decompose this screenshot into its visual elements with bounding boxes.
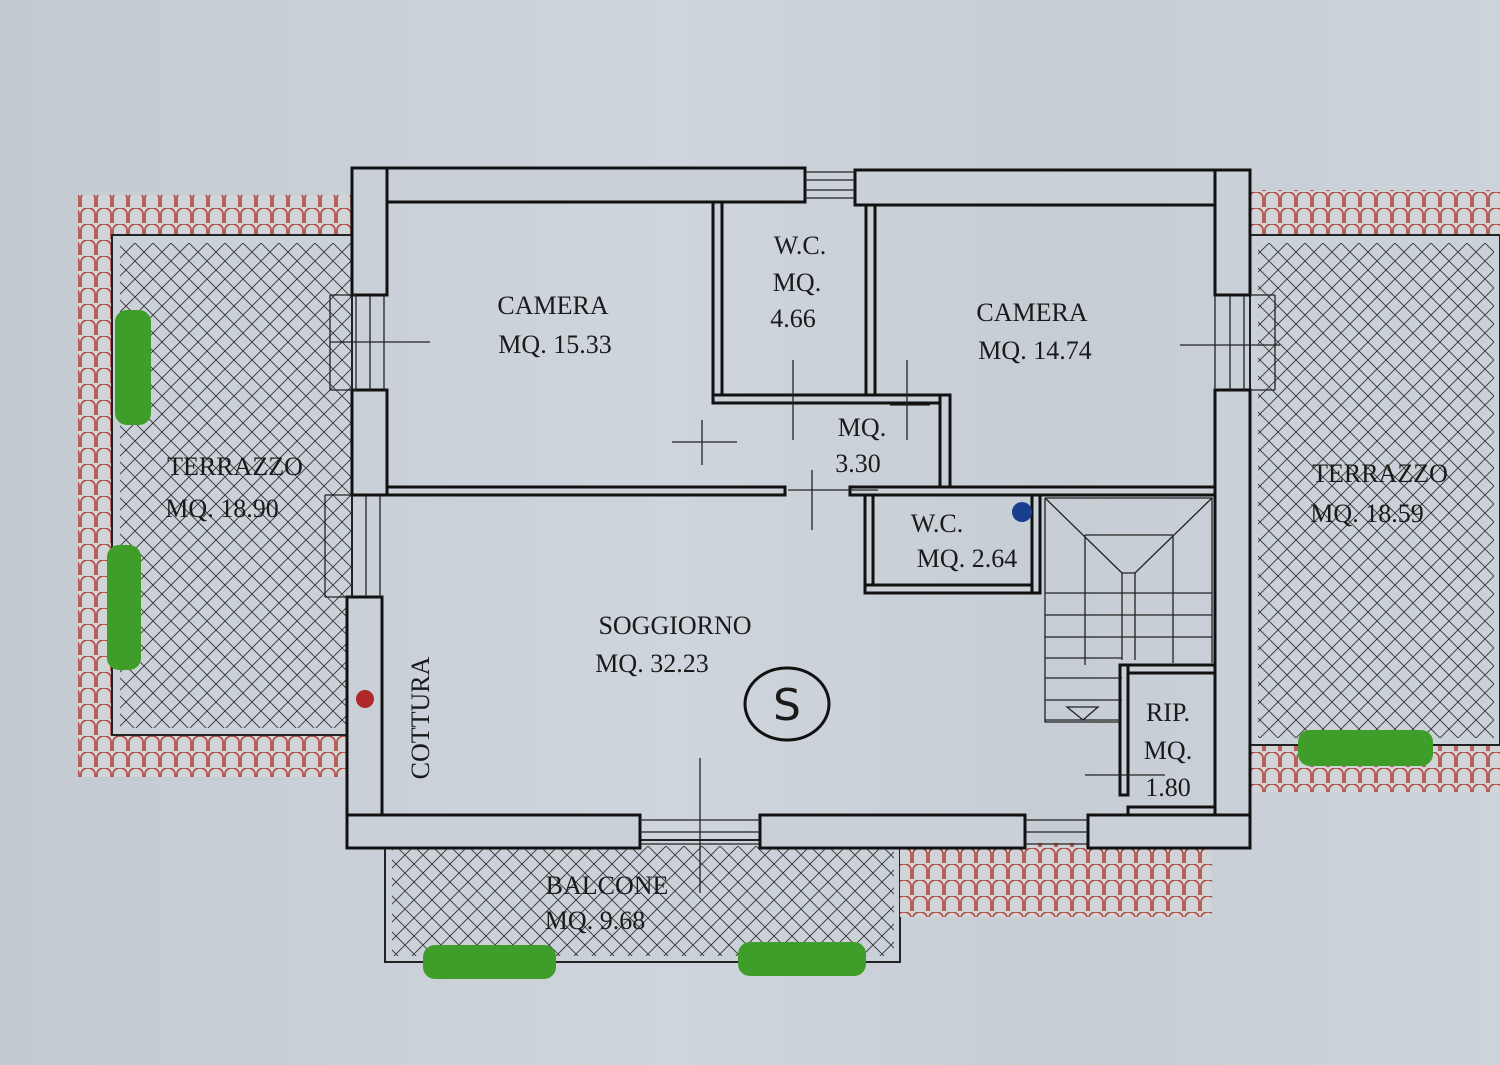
camera-2-area: MQ. 14.74	[978, 336, 1091, 365]
staircase	[1044, 497, 1213, 723]
balcone-area	[384, 839, 1212, 963]
balcone-area-text: MQ. 9.68	[545, 906, 645, 935]
handwritten-mark: S	[773, 680, 801, 731]
wc-1-label: W.C.	[774, 231, 827, 260]
terrazzo-left-area	[78, 195, 353, 777]
windows	[324, 171, 1280, 893]
walls	[345, 166, 1252, 850]
rip-area-label: MQ.	[1144, 736, 1192, 765]
handwritten-circle	[743, 666, 831, 742]
terrazzo-right-label: TERRAZZO	[1312, 459, 1448, 488]
camera-2-label: CAMERA	[976, 298, 1087, 327]
blue-dot-marker	[1012, 502, 1032, 522]
camera-1-area: MQ. 15.33	[498, 330, 611, 359]
cottura-label: COTTURA	[406, 656, 435, 779]
rip-label: RIP.	[1146, 698, 1190, 727]
terrazzo-right-area	[1249, 190, 1500, 792]
red-dot-marker	[356, 690, 374, 708]
camera-1-label: CAMERA	[497, 291, 608, 320]
terrazzo-left-area-text: MQ. 18.90	[165, 494, 278, 523]
terrazzo-right-area-text: MQ. 18.59	[1310, 499, 1423, 528]
hallway-area-label: MQ.	[838, 413, 886, 442]
terrazzo-left-label: TERRAZZO	[167, 452, 303, 481]
wc-1-area-label: MQ.	[773, 268, 821, 297]
wc-2-area: MQ. 2.64	[917, 544, 1017, 573]
soggiorno-area: MQ. 32.23	[595, 649, 708, 678]
wc-1-area: 4.66	[770, 304, 816, 333]
plants	[107, 310, 1433, 979]
rip-area: 1.80	[1145, 773, 1191, 802]
soggiorno-label: SOGGIORNO	[598, 611, 751, 640]
wc-2-label: W.C.	[911, 509, 964, 538]
balcone-label: BALCONE	[546, 871, 669, 900]
hallway-area: 3.30	[835, 449, 881, 478]
